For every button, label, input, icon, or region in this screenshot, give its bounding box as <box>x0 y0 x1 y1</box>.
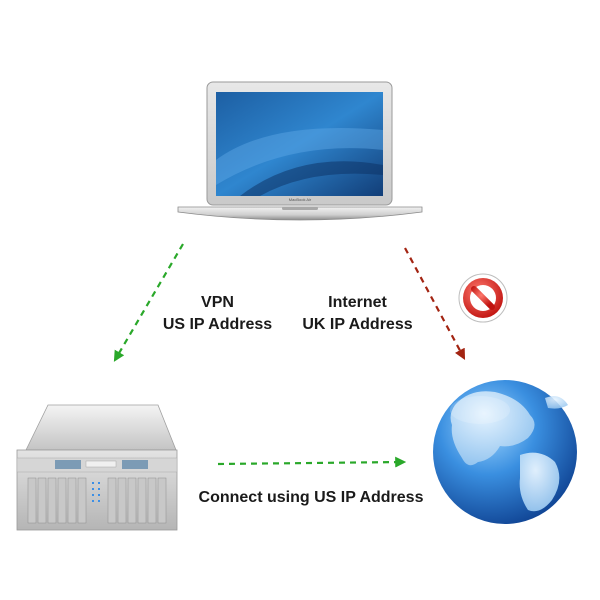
internet-arrow <box>404 247 466 360</box>
internet-label: Internet UK IP Address <box>300 292 415 336</box>
connect-label: Connect using US IP Address <box>196 487 426 509</box>
no-entry-icon <box>458 273 508 323</box>
globe-icon <box>433 380 577 524</box>
internet-label-line1: Internet <box>328 294 387 311</box>
server-icon <box>16 404 178 531</box>
connect-label-line1: Connect using US IP Address <box>198 489 424 506</box>
vpn-arrow <box>113 243 184 362</box>
internet-label-line2: UK IP Address <box>302 316 413 333</box>
vpn-label-line2: US IP Address <box>162 316 273 333</box>
vpn-label-line1: VPN <box>201 294 234 311</box>
connect-arrow <box>217 456 407 468</box>
vpn-label: VPN US IP Address <box>160 292 275 336</box>
laptop-brand-label: MacBook Air <box>289 197 312 202</box>
laptop-icon: MacBook Air <box>177 81 423 221</box>
